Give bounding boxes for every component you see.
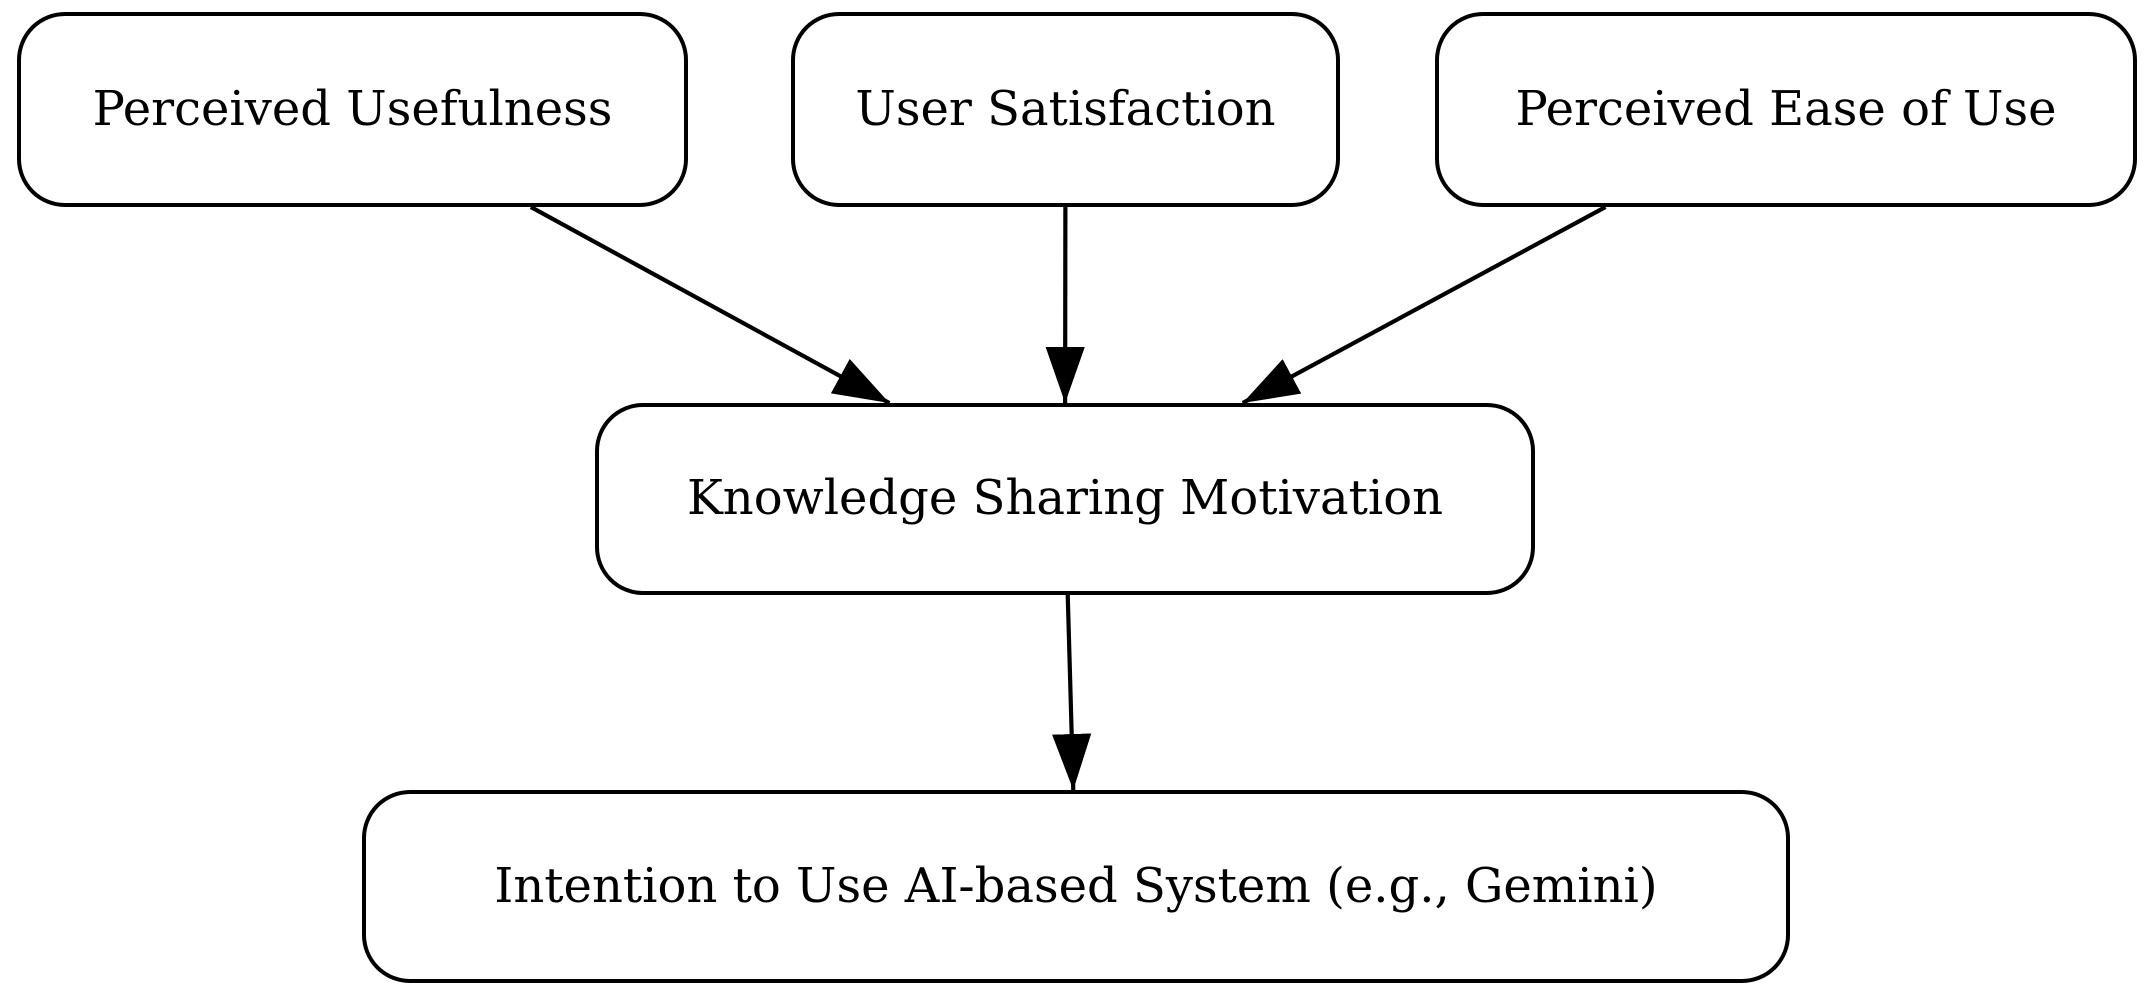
node-perceived-usefulness: Perceived Usefulness: [17, 12, 688, 207]
node-label: Perceived Usefulness: [92, 80, 613, 137]
edge-arrow: [529, 205, 891, 405]
edge-arrow: [1241, 205, 1607, 405]
node-label: Intention to Use AI-based System (e.g., …: [494, 857, 1658, 914]
node-perceived-ease-of-use: Perceived Ease of Use: [1435, 12, 2137, 207]
node-intention-to-use: Intention to Use AI-based System (e.g., …: [362, 790, 1790, 983]
node-label: Knowledge Sharing Motivation: [686, 470, 1444, 527]
node-label: Perceived Ease of Use: [1515, 80, 2057, 137]
node-knowledge-sharing-motivation: Knowledge Sharing Motivation: [595, 403, 1535, 595]
node-user-satisfaction: User Satisfaction: [791, 12, 1340, 207]
edge-arrow: [1052, 594, 1092, 791]
node-label: User Satisfaction: [855, 80, 1276, 137]
